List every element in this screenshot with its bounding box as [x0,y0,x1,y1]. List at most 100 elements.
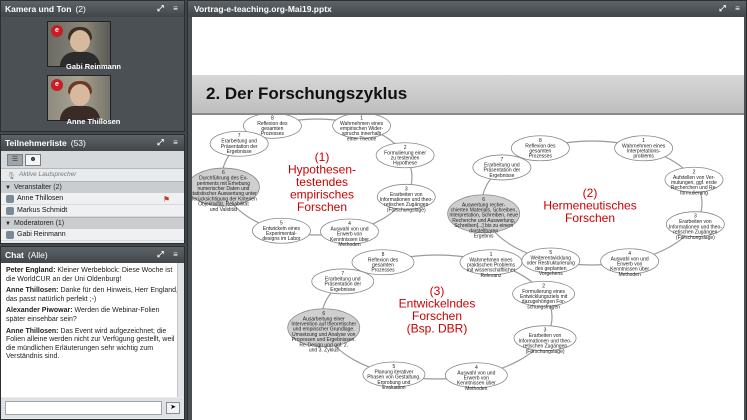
menu-icon[interactable]: ≡ [735,4,740,13]
cycle-node [472,154,532,181]
node-label: Auswahl von und [611,256,649,262]
participant-name: Markus Schmidt [17,207,68,214]
node-label: Präsentation der [484,168,521,174]
node-number: 1 [642,138,645,144]
cycle-node [192,167,260,207]
node-label: Informationen und theo- [669,224,722,230]
node-number: 7 [501,157,504,163]
video-feed[interactable]: e [47,75,111,121]
chat-message: Alexander Piwowar: Werden die Webinar-Fo… [6,307,179,324]
node-label: mutungen, ggf. erste [671,180,717,186]
node-label: Formulierung einer [384,150,426,156]
cycle-node [320,218,379,245]
node-number: 2 [404,145,407,151]
node-label: Aufstellen von Ver- [673,175,715,181]
node-label: Ausarbeitung einer [303,316,345,322]
node-label: Informationen und theo- [519,338,572,344]
chat-pod-title: Chat [5,250,24,260]
group-header[interactable]: ▼Moderatoren (1) [1,217,184,229]
flag-icon: ⚑ [162,195,170,204]
node-label: Erarbeiten von [679,219,712,225]
node-label: empirischen Wider- [340,126,383,132]
node-label: Erprobung und [377,380,410,386]
node-number: 6 [222,170,225,176]
chat-input[interactable] [5,401,162,415]
participant-row[interactable]: Anne Thillosen⚑ [1,193,184,205]
node-label: Planung iterativer [374,369,413,375]
node-label: Informationen und theo- [380,197,433,203]
node-label: und Validität [210,207,238,213]
chat-input-row: ➤ [1,398,184,418]
node-label: Prozessen und Ergebnissen. [292,337,356,343]
node-label: gesamten [529,148,551,154]
send-icon[interactable]: ➤ [166,402,180,414]
participants-pod-header: Teilnehmerliste (53) ⤢ ≡ [1,135,184,151]
chat-pod-header: Chat (Alle) ⤢ ≡ [1,247,184,263]
fullscreen-icon[interactable]: ⤢ [719,4,726,13]
participant-row[interactable]: Markus Schmidt [1,205,184,217]
node-label: Weiterentwicklung [531,255,572,261]
node-number: 5 [549,250,552,256]
node-number: 4 [628,251,631,257]
cycle-node [243,115,302,139]
node-number: 5 [393,364,396,370]
cycle-node [252,217,311,244]
node-label: (Forschungslage) [387,207,426,213]
chat-message: Peter England: Kleiner Werbeblock: Diese… [6,267,179,284]
person-icon [6,195,14,203]
logo-icon: e [51,79,63,91]
node-label: Wahrnehmen eines [622,143,666,149]
node-number: 8 [271,115,274,121]
node-label: Intervention auf theoretischer [291,321,356,327]
cycle-label: (1) [315,150,330,164]
cycle-node [444,362,508,389]
menu-icon[interactable]: ≡ [173,4,178,13]
node-label: Auswahl von und [330,227,368,233]
node-label: spruchs innerhalb [342,131,382,137]
node-label: dazugehörigen For- [522,299,566,305]
node-label: Entwicklungsziels mit [520,294,568,300]
menu-icon[interactable]: ≡ [173,250,178,259]
share-pod: Vortrag-e-teaching.org-Mai19.pptx ⤢ ≡ 2.… [187,0,747,420]
fullscreen-icon[interactable]: ⤢ [157,250,164,259]
active-speaker-row: 🎙 Aktive Lautsprecher [1,169,184,181]
node-label: Vorgehens [539,271,563,277]
cycle-node [664,166,724,193]
active-speaker-label: Aktive Lautsprecher [19,171,77,178]
node-label: Recherchen und Re- [671,185,717,191]
node-label: Kenntnissen über [610,267,649,273]
cycle-node [665,211,725,238]
person-view-icon[interactable]: ☻ [25,153,41,166]
cycle-node [351,249,415,276]
node-label: Prozesses [261,131,285,137]
node-label: gesamten [261,126,283,132]
node-label: Objektivität, Reliabilität [198,202,249,208]
chat-scrollbar[interactable] [177,263,184,397]
node-label: mit wissenschaftlicher [467,268,516,274]
menu-icon[interactable]: ≡ [173,138,178,147]
node-label: Entwickeln eines [263,226,301,232]
node-label: retischen Zugängen [673,230,717,236]
node-label: designs im Labor [262,236,300,242]
participant-row[interactable]: Gabi Reinmann [1,229,184,241]
video-feed[interactable]: e [47,21,111,67]
node-label: retischen Zugängen [384,202,428,208]
fullscreen-icon[interactable]: ⤢ [157,4,164,13]
node-label: Prozesses [371,268,395,274]
chat-author: Anne Thillosen: [6,327,59,335]
node-label: darstellbaren [469,228,498,234]
node-label: Formulierung eines [522,289,565,295]
list-view-icon[interactable]: ☰ [7,153,23,166]
node-number: 3 [694,214,697,220]
participants-count: (53) [70,138,86,148]
chat-messages: Peter England: Kleiner Werbeblock: Diese… [1,263,184,397]
slide-title: 2. Der Forschungszyklus [206,84,408,103]
cycle-label: empirisches [290,188,354,202]
node-number: 4 [475,365,478,371]
fullscreen-icon[interactable]: ⤢ [157,138,164,147]
node-label: Erarbeiten von [390,192,423,198]
group-header[interactable]: ▼Veranstalter (2) [1,181,184,193]
